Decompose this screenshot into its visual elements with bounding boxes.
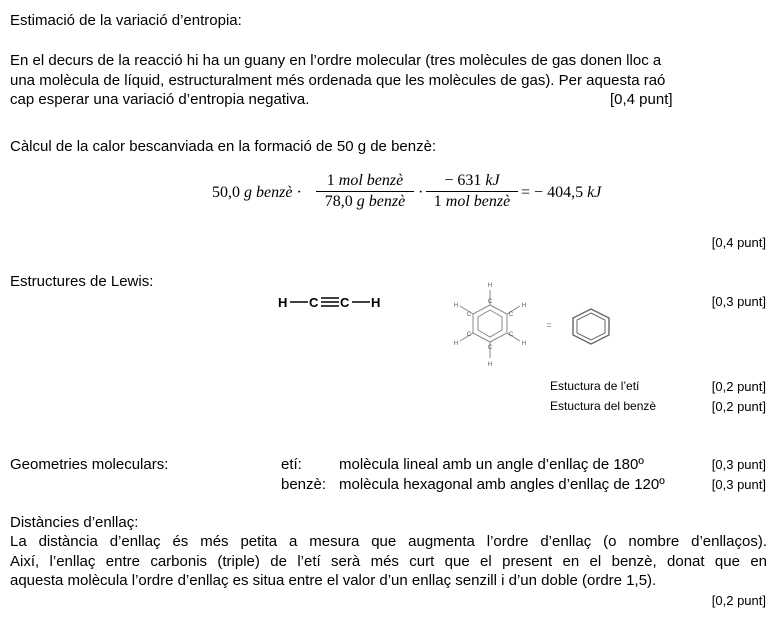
benzene-skeleton	[459, 290, 521, 358]
benzene-c-top-right: C	[509, 312, 514, 318]
benzene-h-top-left: H	[454, 303, 458, 309]
eq-fraction-2: − 631 kJ 1 mol benzè	[426, 172, 518, 211]
ethyne-c1: C	[309, 295, 319, 310]
lewis-heading: Estructures de Lewis:	[10, 273, 154, 290]
benzene-c-bottom-right: C	[509, 332, 514, 338]
geometry-ethyne-text: molècula lineal amb un angle d’enllaç de…	[339, 456, 644, 473]
distances-heading: Distàncies d’enllaç:	[10, 514, 139, 531]
eq-fraction-1-bar	[316, 191, 414, 192]
benzene-h-bottom-left: H	[454, 341, 458, 347]
ethyne-structure-points: [0,2 punt]	[711, 379, 766, 394]
geometry-benzene-points: [0,3 punt]	[711, 477, 766, 492]
entropy-line-2: una molècula de líquid, estructuralment …	[10, 72, 666, 89]
lewis-points: [0,3 punt]	[711, 294, 766, 309]
benzene-h-top-right: H	[522, 303, 526, 309]
heat-heading: Càlcul de la calor bescanviada en la for…	[10, 138, 437, 155]
ethyne-h-left: H	[278, 295, 287, 310]
ethyne-structure-label: Estuctura de l’etí	[550, 379, 640, 393]
eq-fraction-2-bar	[426, 191, 518, 192]
benzene-structure-label: Estuctura del benzè	[550, 399, 657, 413]
geometry-ethyne-label: etí:	[281, 456, 302, 473]
benzene-equals-sign: =	[546, 320, 551, 330]
benzene-c-bottom: C	[488, 345, 493, 351]
entropy-line-1: En el decurs de la reacció hi ha un guan…	[10, 52, 662, 69]
geometry-heading: Geometries moleculars:	[10, 456, 169, 473]
eq-fraction-2-numerator: − 631 kJ	[444, 172, 500, 189]
eq-fraction-1-numerator: 1 mol benzè	[326, 172, 404, 189]
benzene-h-bottom-right: H	[522, 341, 526, 347]
eq-fraction-1-denominator: 78,0 g benzè	[324, 193, 406, 210]
distances-line-2: Així, l’enllaç entre carbonis (triple) d…	[10, 552, 767, 572]
entropy-points: [0,4 punt]	[610, 91, 673, 108]
benzene-h-top: H	[488, 283, 492, 289]
benzene-c-top: C	[488, 299, 493, 305]
entropy-heading: Estimació de la variació d’entropia:	[10, 12, 242, 29]
benzene-structure-points: [0,2 punt]	[711, 399, 766, 414]
eq-result: = − 404,5 kJ	[521, 184, 602, 201]
eq-fraction-1: 1 mol benzè 78,0 g benzè	[316, 172, 414, 211]
benzene-h-bottom: H	[488, 362, 492, 368]
geometry-benzene-text: molècula hexagonal amb angles d’enllaç d…	[339, 476, 665, 493]
eq-fraction-2-denominator: 1 mol benzè	[433, 193, 511, 210]
distances-line-3: aquesta molècula l’ordre d’enllaç es sit…	[10, 571, 767, 591]
distances-points: [0,2 punt]	[711, 593, 766, 608]
ethyne-c2: C	[340, 295, 350, 310]
ethyne-lewis-structure: H C C H	[278, 295, 380, 310]
geometry-benzene-label: benzè:	[281, 476, 327, 493]
distances-line-1: La distància d’enllaç és més petita a me…	[10, 532, 767, 552]
heat-points: [0,4 punt]	[711, 235, 766, 250]
distances-line-2-text: Així, l’enllaç entre carbonis (triple) d…	[10, 553, 767, 570]
distances-line-1-text: La distància d’enllaç és més petita a me…	[10, 533, 767, 550]
eq-lead: 50,0 g benzè ·	[212, 184, 302, 201]
ethyne-h-right: H	[371, 295, 380, 310]
entropy-line-3: cap esperar una variació d’entropia nega…	[10, 91, 310, 108]
benzene-c-top-left: C	[467, 312, 472, 318]
eq-dot: ·	[418, 184, 424, 201]
benzene-c-bottom-left: C	[467, 332, 472, 338]
benzene-lewis-structure: H H H H H H C C C C C C =	[454, 283, 610, 368]
geometry-ethyne-points: [0,3 punt]	[711, 457, 766, 472]
benzene-hexagon-symbol	[572, 308, 610, 345]
distances-line-3-text: aquesta molècula l’ordre d’enllaç es sit…	[10, 572, 657, 589]
